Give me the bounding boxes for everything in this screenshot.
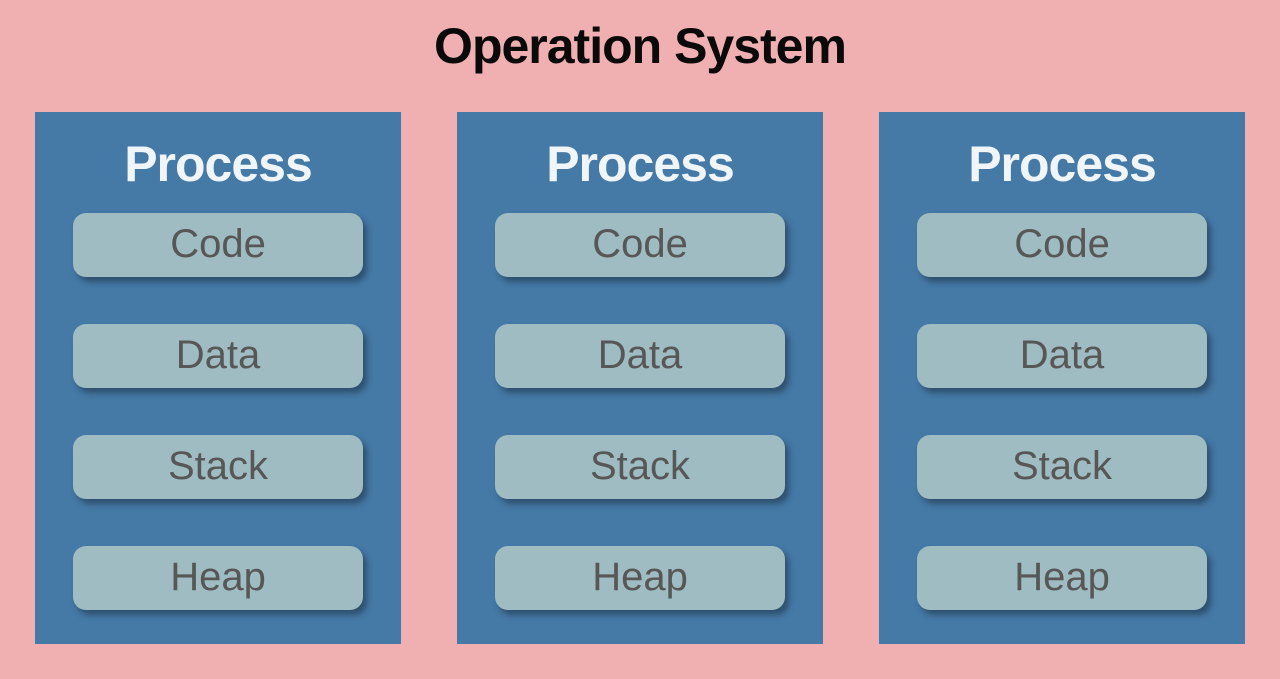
process-row: Process Code Data Stack Heap Process Cod… [0,111,1280,644]
segment-heap: Heap [495,545,785,610]
process-box-2: Process Code Data Stack Heap [457,111,823,644]
segment-heap: Heap [73,545,363,610]
segment-stack: Stack [495,434,785,499]
segment-data: Data [495,323,785,388]
page-title: Operation System [434,18,847,74]
process-title: Process [124,135,313,192]
segment-stack: Stack [917,434,1207,499]
segment-heap: Heap [917,545,1207,610]
segment-code: Code [495,212,785,277]
segment-list: Code Data Stack Heap [879,212,1245,610]
segment-list: Code Data Stack Heap [35,212,401,610]
segment-code: Code [73,212,363,277]
segment-code: Code [917,212,1207,277]
segment-stack: Stack [73,434,363,499]
process-box-1: Process Code Data Stack Heap [35,111,401,644]
segment-list: Code Data Stack Heap [457,212,823,610]
process-title: Process [546,135,735,192]
process-title: Process [968,135,1157,192]
process-box-3: Process Code Data Stack Heap [879,111,1245,644]
segment-data: Data [73,323,363,388]
segment-data: Data [917,323,1207,388]
